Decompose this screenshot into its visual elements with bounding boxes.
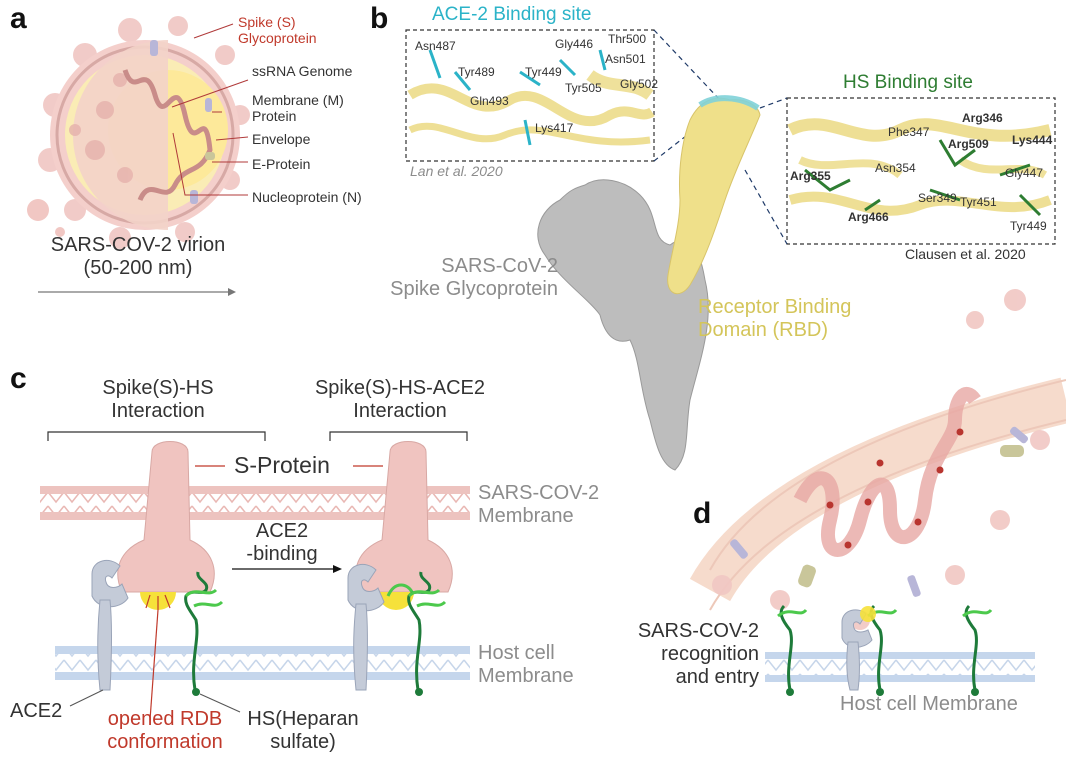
rna-genome — [122, 69, 213, 202]
label-genome: ssRNA Genome — [252, 63, 353, 79]
virion-caption: SARS-COV-2 virion (50-200 nm) — [50, 234, 226, 279]
residue-asn487: Asn487 — [415, 39, 456, 53]
residue-lys444: Lys444 — [1012, 133, 1053, 147]
ace2-label: ACE2 — [10, 700, 63, 722]
rbd-surface — [667, 97, 761, 295]
residue-asn354: Asn354 — [875, 161, 916, 175]
hs-chain-right — [407, 571, 432, 691]
virion-illustration — [27, 16, 250, 249]
left-title: Spike(S)-HS Interaction — [102, 377, 214, 422]
host-membrane-label: Host cell Membrane — [478, 642, 574, 687]
residue-gly502: Gly502 — [620, 77, 659, 91]
opened-rdb-label: opened RDB conformation — [107, 708, 223, 753]
s-protein-label: S-Protein — [234, 452, 330, 478]
rdb-right — [378, 592, 414, 610]
hs-binding-title: HS Binding site — [843, 72, 973, 93]
right-title: Spike(S)-HS-ACE2 Interaction — [314, 377, 486, 422]
panel-d-rna — [793, 387, 981, 557]
residue-tyr505: Tyr505 — [565, 81, 602, 95]
residue-arg466: Arg466 — [848, 210, 889, 224]
residue-gly447: Gly447 — [1005, 166, 1044, 180]
residue-phe347: Phe347 — [888, 125, 930, 139]
citation-clausen: Clausen et al. 2020 — [905, 246, 1026, 262]
scale-arrow — [38, 288, 236, 296]
residue-tyr449: Tyr449 — [525, 65, 562, 79]
virus-membrane-label: SARS-COV-2 Membrane — [478, 482, 600, 527]
residue-arg355: Arg355 — [790, 169, 831, 183]
panel-c-diagram — [40, 431, 470, 721]
label-spike: Spike (S) Glycoprotein — [238, 14, 317, 47]
spike-protein-structure — [537, 95, 761, 471]
residue-lys417: Lys417 — [535, 121, 574, 135]
residue-gly446: Gly446 — [555, 37, 594, 51]
ace2-binding-label: ACE2 -binding — [246, 520, 318, 565]
residue-arg509: Arg509 — [948, 137, 989, 151]
label-e-protein: E-Protein — [252, 156, 311, 172]
residue-tyr489: Tyr489 — [458, 65, 495, 79]
hs-binding-inset — [786, 97, 1056, 245]
heparan-sulfate-label: HS(Heparan sulfate) — [247, 708, 359, 753]
e-protein-marker — [205, 152, 215, 160]
residue-asn501: Asn501 — [605, 52, 646, 66]
ace2-left — [91, 559, 129, 608]
residue-thr500: Thr500 — [608, 32, 647, 46]
host-cell-membrane-d-label: Host cell Membrane — [840, 693, 1018, 715]
residue-tyr451: Tyr451 — [960, 195, 997, 209]
spike-glycoprotein-label: SARS-CoV-2 Spike Glycoprotein — [390, 255, 558, 300]
label-envelope: Envelope — [252, 131, 311, 147]
ace2-binding-title: ACE-2 Binding site — [432, 4, 592, 25]
label-nucleoprotein: Nucleoprotein (N) — [252, 189, 362, 205]
panel-c-letter: c — [10, 362, 27, 395]
ace2-right — [347, 563, 385, 612]
residue-gln493: Gln493 — [470, 94, 509, 108]
panel-d-letter: d — [693, 497, 712, 530]
s-protein-right — [355, 441, 453, 593]
recognition-entry-label: SARS-COV-2 recognition and entry — [637, 620, 759, 688]
panel-a-letter: a — [10, 2, 27, 35]
residue-ser349: Ser349 — [918, 191, 957, 205]
s-protein-left — [117, 441, 215, 593]
ace2-binding-inset — [405, 29, 655, 162]
label-membrane-protein: Membrane (M) Protein — [252, 92, 344, 125]
panel-a-leader-lines — [171, 23, 249, 196]
citation-lan: Lan et al. 2020 — [410, 163, 503, 179]
spike-marker — [150, 40, 158, 56]
residue-arg346: Arg346 — [962, 111, 1003, 125]
residue-tyr449-hs: Tyr449 — [1010, 219, 1047, 233]
panel-d-diagram — [689, 289, 1066, 696]
rbd-label: Receptor Binding Domain (RBD) — [698, 296, 852, 341]
ace2-binding-arrow — [333, 565, 342, 573]
hs-chain-left — [184, 571, 209, 691]
panel-b-letter: b — [370, 2, 389, 35]
